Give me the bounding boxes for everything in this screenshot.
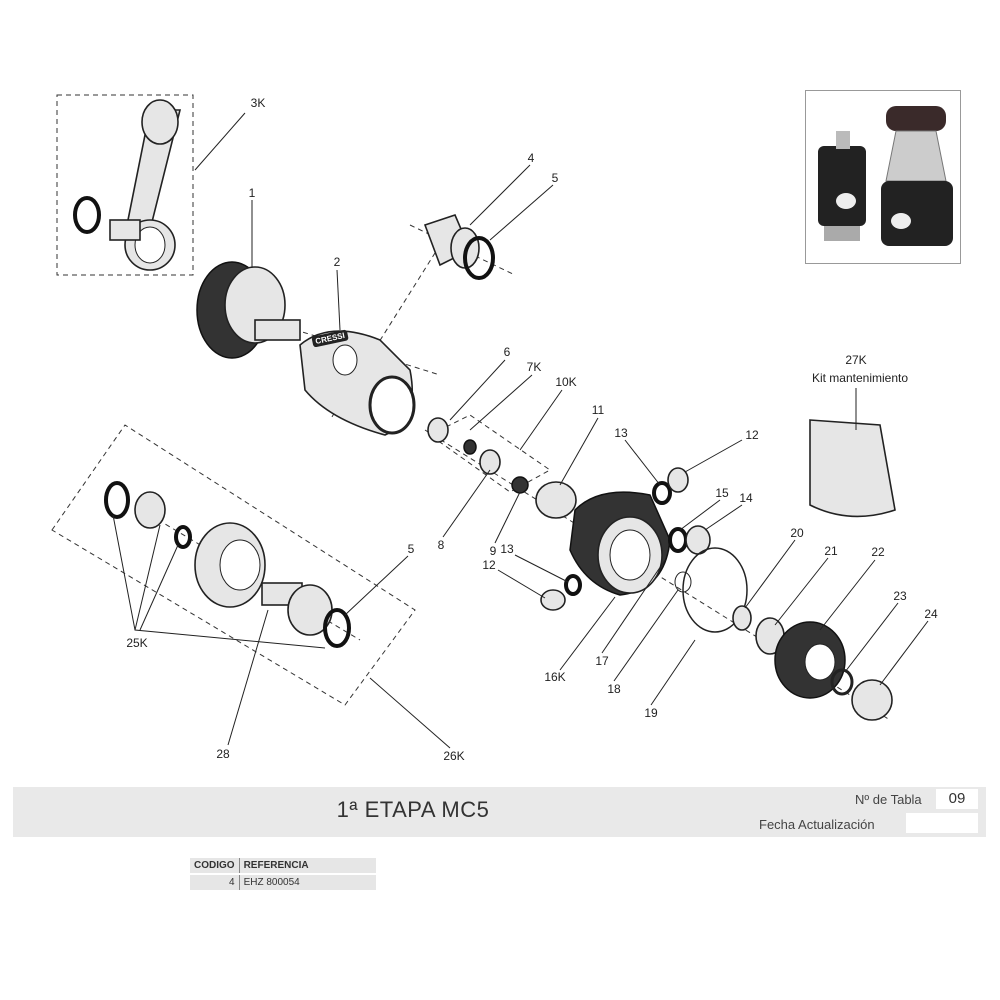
label-15: 15	[715, 486, 729, 500]
label-3k: 3K	[251, 96, 266, 110]
callout-labels: 3K 1 2 4 5 6 7K 10K 11 13 12 27K Kit man…	[126, 96, 938, 763]
parts-25k-28	[104, 481, 351, 648]
kit-3k-box	[56, 94, 194, 276]
label-4: 4	[528, 151, 535, 165]
product-photo	[805, 90, 961, 264]
label-28: 28	[216, 747, 230, 761]
parts-6-9	[427, 417, 529, 494]
part-1-yoke-knob	[196, 261, 301, 359]
label-11: 11	[592, 403, 605, 417]
column-header-referencia: REFERENCIA	[239, 858, 376, 875]
label-1: 1	[249, 186, 256, 200]
table-number-value: 09	[936, 789, 978, 809]
part-11	[535, 481, 577, 519]
leader-lines	[112, 112, 929, 749]
label-25k: 25K	[126, 636, 147, 650]
label-21: 21	[824, 544, 838, 558]
tool-3k	[73, 99, 182, 271]
title-bar: 1ª ETAPA MC5 Nº de Tabla 09 Fecha Actual…	[13, 787, 986, 837]
label-22: 22	[871, 545, 885, 559]
label-6: 6	[504, 345, 511, 359]
label-24: 24	[924, 607, 938, 621]
reference-table: CODIGO REFERENCIA 4 EHZ 800054	[190, 858, 376, 892]
label-13b: 13	[500, 542, 514, 556]
part-22-cap	[774, 621, 846, 699]
label-kit-mantenimiento: Kit mantenimiento	[812, 371, 908, 385]
label-27k: 27K	[845, 353, 866, 367]
update-date-label: Fecha Actualización	[759, 817, 875, 832]
label-17: 17	[595, 654, 609, 668]
column-header-codigo: CODIGO	[190, 858, 240, 875]
table-row: 4 EHZ 800054	[190, 874, 376, 892]
part-2-yoke: CRESSI	[299, 329, 416, 436]
update-date-value	[906, 813, 978, 833]
label-18: 18	[607, 682, 621, 696]
kit-26k-box	[51, 424, 416, 706]
cell-codigo: 4	[190, 874, 240, 892]
part-16k-body	[569, 491, 671, 596]
label-16k: 16K	[544, 670, 565, 684]
kit-7k-box	[429, 414, 551, 493]
label-26k: 26K	[443, 749, 464, 763]
kit-27k-bag	[809, 419, 896, 518]
page-title: 1ª ETAPA MC5	[336, 797, 490, 822]
cell-referencia: EHZ 800054	[239, 874, 376, 892]
table-number-label: Nº de Tabla	[855, 792, 922, 807]
exploded-parts-diagram: CRESSI	[51, 94, 938, 763]
label-7k: 7K	[527, 360, 542, 374]
label-13: 13	[614, 426, 628, 440]
label-5: 5	[552, 171, 559, 185]
label-19: 19	[644, 706, 658, 720]
label-14: 14	[739, 491, 753, 505]
part-4-din-fitting	[423, 214, 495, 280]
table-header-row: CODIGO REFERENCIA	[190, 858, 376, 875]
label-20: 20	[790, 526, 804, 540]
label-2: 2	[334, 255, 341, 269]
label-5b: 5	[408, 542, 415, 556]
label-12: 12	[745, 428, 759, 442]
label-8: 8	[438, 538, 445, 552]
label-10k: 10K	[555, 375, 576, 389]
label-23: 23	[893, 589, 907, 603]
label-9: 9	[490, 544, 497, 558]
label-12b: 12	[482, 558, 496, 572]
